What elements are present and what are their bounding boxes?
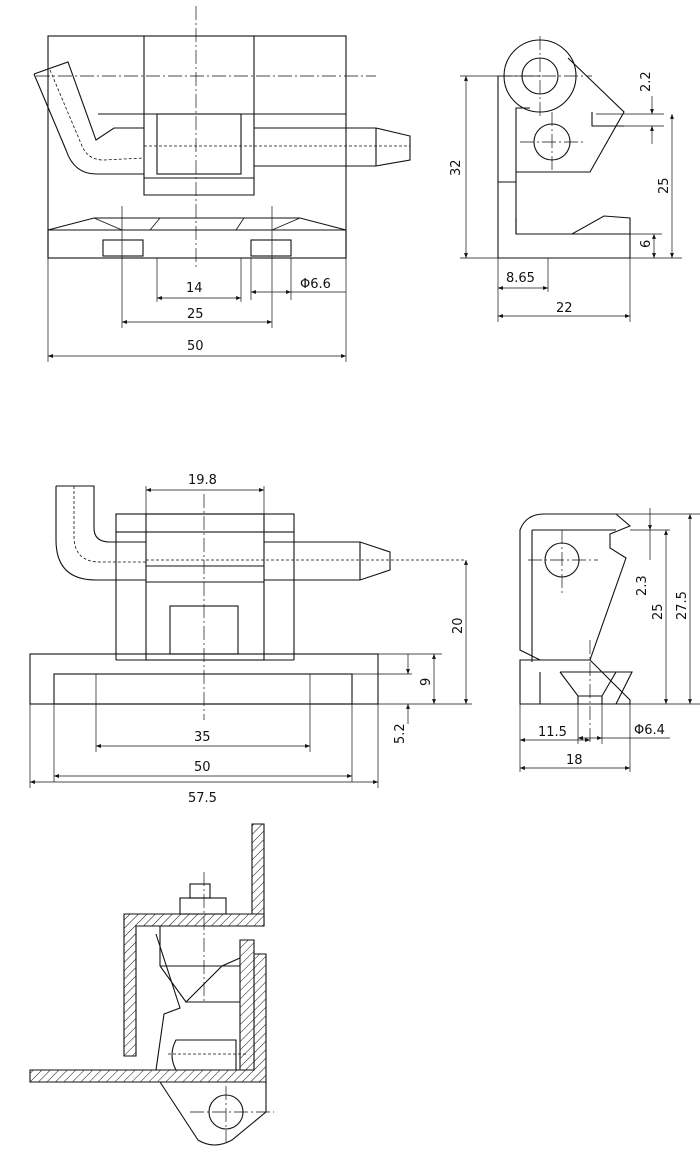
mid-front-view: 19.8 20 9 5.2 35 50 57.5 <box>29 473 472 806</box>
dim-19-8: 19.8 <box>188 473 217 488</box>
dim-phi-6-4: Φ6.4 <box>634 723 665 738</box>
dim-5-2: 5.2 <box>393 723 408 744</box>
mid-side-view: 2.3 25 27.5 Φ6.4 11.5 18 <box>519 508 700 772</box>
top-front-view: 14 25 50 Φ6.6 <box>33 6 411 362</box>
dim-22: 22 <box>556 301 573 316</box>
dim-32: 32 <box>449 159 464 176</box>
dim-35: 35 <box>194 730 211 745</box>
top-side-view: 32 2.2 25 6 8.65 22 <box>449 36 682 322</box>
dim-phi-6-6: Φ6.6 <box>300 277 331 292</box>
dim-2-2: 2.2 <box>639 71 654 92</box>
dim-27-5: 27.5 <box>675 591 690 620</box>
section-view <box>29 823 274 1146</box>
dim-20: 20 <box>451 617 466 634</box>
dim-11-5: 11.5 <box>538 725 567 740</box>
dim-25-mid: 25 <box>651 603 666 620</box>
dim-50: 50 <box>187 339 204 354</box>
dim-9: 9 <box>419 678 434 686</box>
dim-25: 25 <box>187 307 204 322</box>
dim-57-5: 57.5 <box>188 791 217 806</box>
dim-8-65: 8.65 <box>506 271 535 286</box>
dim-25: 25 <box>657 177 672 194</box>
dim-50-mid: 50 <box>194 760 211 775</box>
dim-18: 18 <box>566 753 583 768</box>
dim-2-3: 2.3 <box>635 575 650 596</box>
dim-14: 14 <box>186 281 203 296</box>
dim-6: 6 <box>639 240 654 248</box>
